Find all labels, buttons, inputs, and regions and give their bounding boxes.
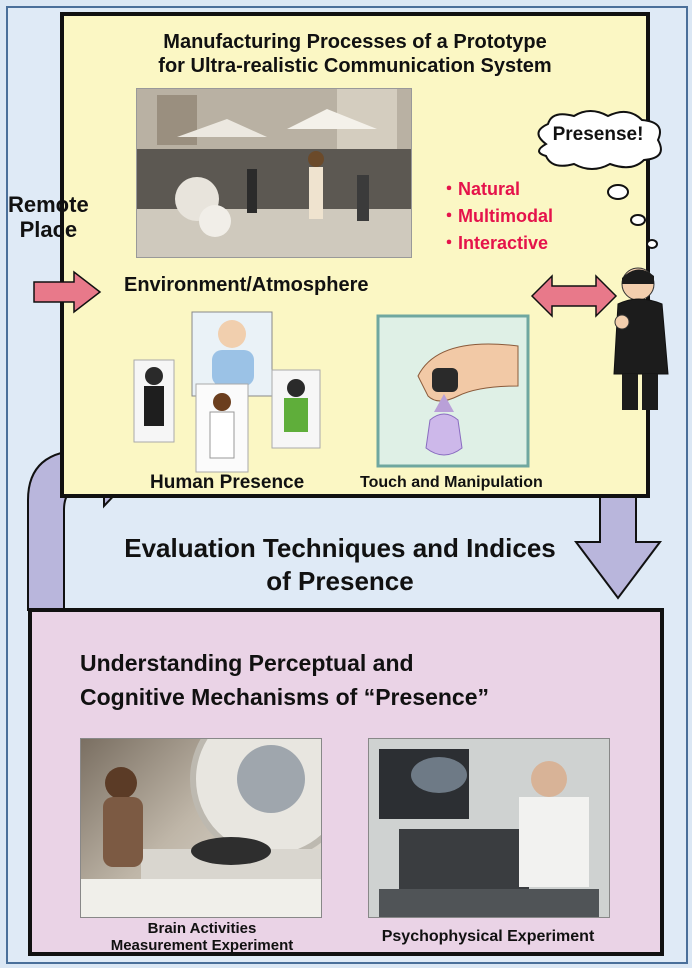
remote-label-line1: Remote (8, 192, 89, 217)
quality-multimodal: ・Multimodal (440, 206, 553, 226)
thought-bubbles (607, 184, 658, 249)
remote-place-label: Remote Place (8, 192, 89, 242)
prototype-process-box: Manufacturing Processes of a Prototype f… (60, 12, 650, 498)
bottom-title: Understanding Perceptual and Cognitive M… (80, 646, 489, 714)
top-title: Manufacturing Processes of a Prototype f… (64, 30, 646, 78)
observer-person-illustration (613, 267, 669, 410)
brain-caption-line1: Brain Activities (147, 920, 257, 937)
top-title-line1: Manufacturing Processes of a Prototype (163, 31, 547, 53)
plaza-photo (136, 88, 412, 258)
evaluation-label-line1: Evaluation Techniques and Indices (124, 533, 556, 563)
remote-input-arrow (33, 270, 102, 314)
interaction-double-arrow (530, 274, 618, 318)
evaluation-label-line2: of Presence (266, 566, 414, 596)
brain-experiment-caption: Brain Activities Measurement Experiment (72, 920, 332, 954)
presence-qualities-list: ・Natural ・Multimodal ・Interactive (440, 176, 553, 257)
understanding-box: Understanding Perceptual and Cognitive M… (28, 608, 664, 956)
psychophysical-experiment-photo (368, 738, 610, 918)
psychophysical-caption: Psychophysical Experiment (381, 928, 595, 945)
plaza-scene-illustration (137, 89, 411, 257)
top-title-line2: for Ultra-realistic Communication System (158, 55, 552, 77)
remote-label-line2: Place (19, 217, 78, 242)
brain-experiment-photo (80, 738, 322, 918)
human-presence-illustration (133, 311, 321, 473)
quality-interactive: ・Interactive (440, 233, 549, 253)
bottom-title-line1: Understanding Perceptual and (80, 650, 414, 676)
evaluation-label: Evaluation Techniques and Indices of Pre… (60, 532, 620, 598)
lab-scene-illustration (369, 739, 609, 917)
mri-scene-illustration (81, 739, 321, 917)
environment-label: Environment/Atmosphere (124, 274, 369, 296)
brain-caption-line2: Measurement Experiment (110, 937, 294, 954)
presence-exclamation: Presense! (552, 124, 644, 145)
thought-cloud (537, 110, 662, 170)
human-presence-label: Human Presence (150, 472, 305, 493)
touch-label: Touch and Manipulation (360, 474, 543, 491)
quality-natural: ・Natural (440, 179, 521, 199)
touch-manipulation-illustration (376, 314, 530, 468)
bottom-title-line2: Cognitive Mechanisms of “Presence” (80, 684, 490, 710)
